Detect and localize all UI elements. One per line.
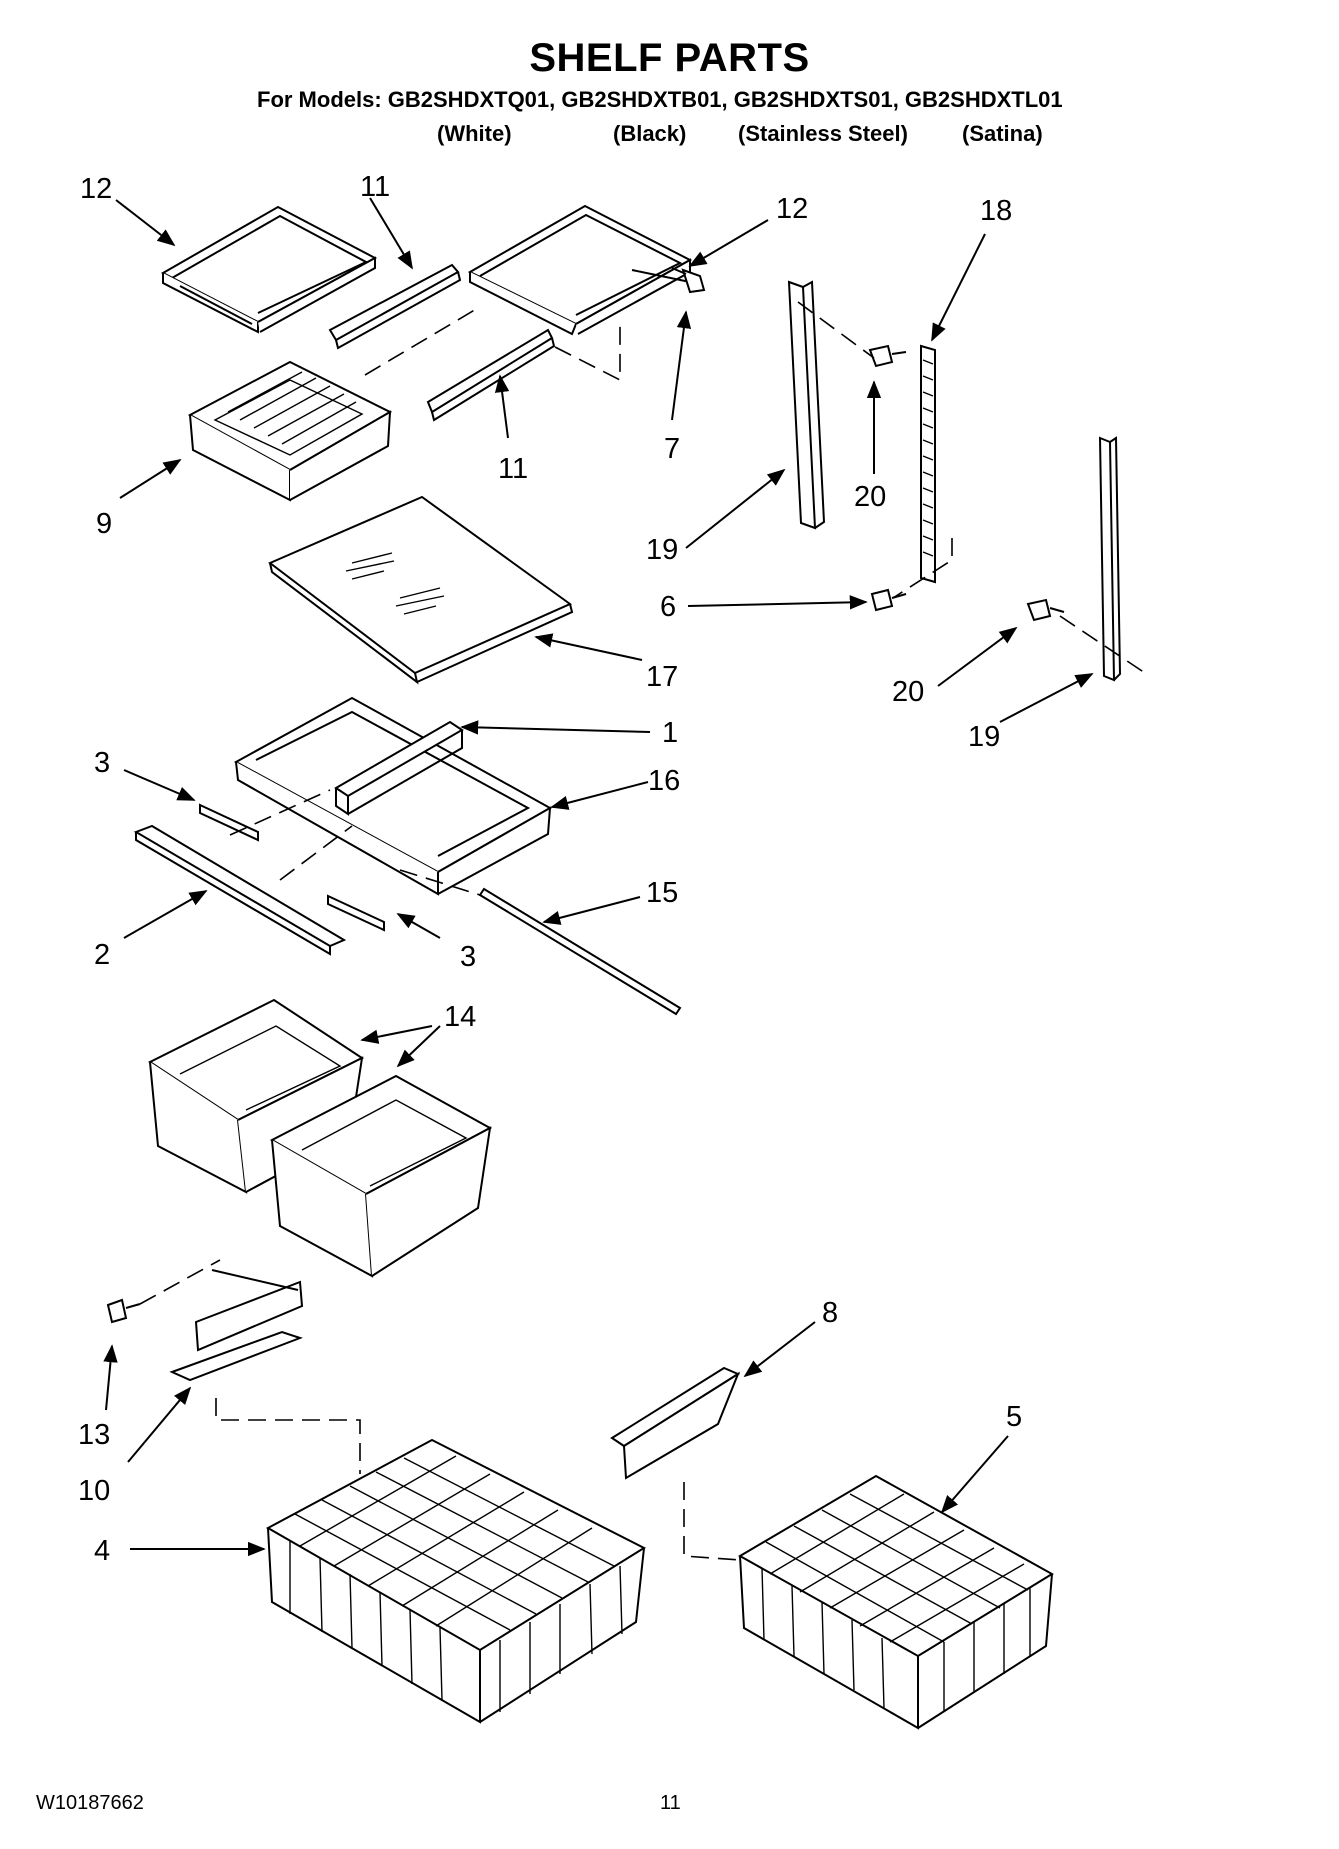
assembly-lines — [139, 301, 1146, 1561]
callout-12b: 12 — [776, 193, 808, 225]
callout-20b: 20 — [892, 676, 924, 708]
callout-7: 7 — [664, 433, 680, 465]
part-trim-2 — [133, 824, 347, 956]
part-screw-13 — [106, 1298, 141, 1324]
callout-3a: 3 — [94, 747, 110, 779]
callout-3b: 3 — [460, 941, 476, 973]
callout-1: 1 — [662, 717, 678, 749]
callout-13: 13 — [78, 1419, 110, 1451]
page-title: SHELF PARTS — [529, 36, 810, 80]
part-handle-10 — [169, 1269, 304, 1382]
callout-16: 16 — [648, 765, 680, 797]
callout-6: 6 — [660, 591, 676, 623]
part-shelf-rail-upper — [328, 263, 462, 350]
part-vertical-rail-19b — [1098, 436, 1122, 682]
callout-18: 18 — [980, 195, 1012, 227]
callout-12a: 12 — [80, 173, 112, 205]
callout-19a: 19 — [646, 534, 678, 566]
callout-14: 14 — [444, 1001, 476, 1033]
variant-satina-label: (Satina) — [962, 121, 1043, 146]
part-drawer-9 — [187, 360, 393, 502]
callout-4: 4 — [94, 1535, 110, 1567]
part-divider-8 — [610, 1366, 741, 1480]
part-shelf-rail-lower — [426, 328, 556, 422]
document-number: W10187662 — [36, 1792, 144, 1814]
variant-white-label: (White) — [437, 121, 512, 146]
part-shelf-frame-right — [467, 204, 693, 336]
part-screw-7 — [671, 267, 706, 294]
leader-arrows — [103, 197, 1094, 1557]
variant-stainless-label: (Stainless Steel) — [738, 121, 908, 146]
part-crisper-pan-14b — [269, 1074, 493, 1278]
page-number: 11 — [660, 1792, 681, 1814]
callout-20a: 20 — [854, 481, 886, 513]
part-clip-3b — [327, 894, 385, 932]
variant-black-label: (Black) — [613, 121, 687, 146]
part-slotted-rail-18 — [920, 344, 936, 584]
part-glass-shelf-17 — [268, 495, 574, 685]
part-vertical-rail-19a — [787, 280, 826, 530]
models-line: For Models: GB2SHDXTQ01, GB2SHDXTB01, GB… — [257, 87, 1063, 112]
part-wire-basket-5 — [737, 1474, 1054, 1730]
callout-17: 17 — [646, 661, 678, 693]
part-clip-3a — [199, 803, 259, 842]
part-screw-20a — [868, 344, 907, 368]
callout-11a: 11 — [360, 171, 390, 203]
callout-8: 8 — [822, 1297, 838, 1329]
part-screw-20b — [1026, 598, 1065, 622]
callout-labels: 12 11 12 18 7 11 9 20 19 6 17 20 19 1 3 … — [78, 171, 1022, 1567]
callout-10: 10 — [78, 1475, 110, 1507]
part-rod-15 — [478, 887, 682, 1016]
callout-15: 15 — [646, 877, 678, 909]
callout-11b: 11 — [498, 453, 528, 485]
callout-5: 5 — [1006, 1401, 1022, 1433]
part-shelf-frame-left — [160, 205, 378, 334]
callout-2: 2 — [94, 939, 110, 971]
callout-9: 9 — [96, 508, 112, 540]
callout-19b: 19 — [968, 721, 1000, 753]
part-wire-basket-4 — [265, 1438, 647, 1724]
